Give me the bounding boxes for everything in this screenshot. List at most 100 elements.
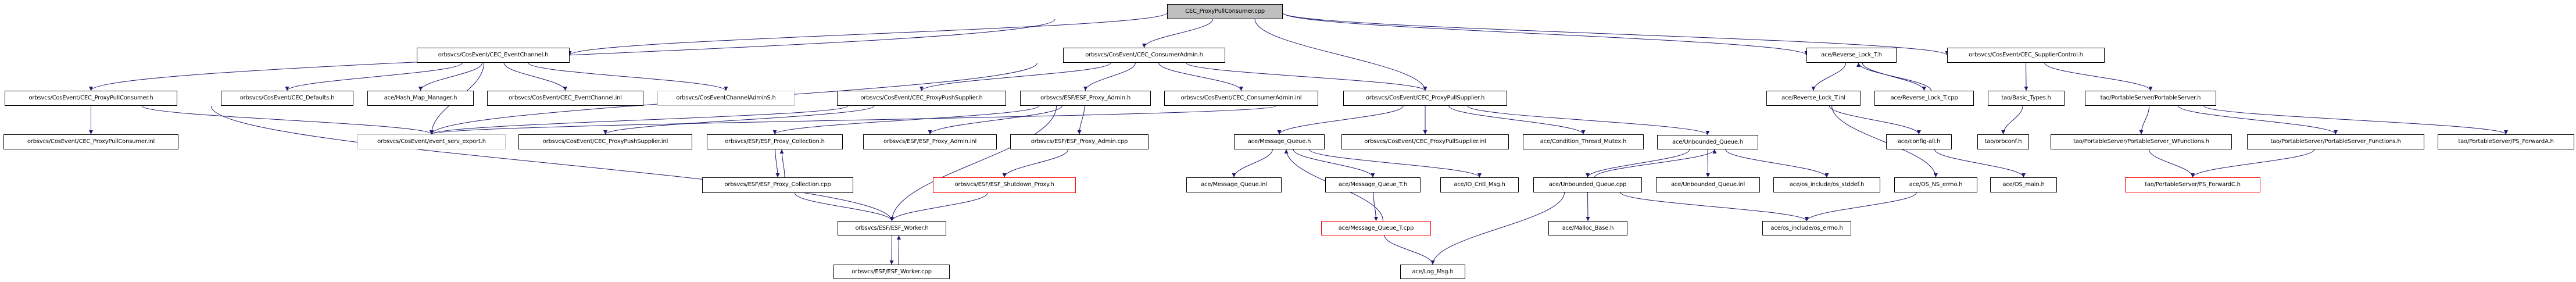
node-os-errno-h[interactable]: ace/os_include/os_errno.h [1762,221,1851,235]
node-cec-eventchannel-inl[interactable]: orbsvcs/CosEvent/CEC_EventChannel.inl [487,91,643,106]
edge-basic_types_h-to-orbconf_h [2001,105,2023,135]
edge-unbounded_queue_cpp-to-unbounded_queue_h [1594,149,1717,178]
node-os-main-h[interactable]: ace/OS_main.h [1990,177,2057,192]
node-cec-proxypullsupplier-h[interactable]: orbsvcs/CosEvent/CEC_ProxyPullSupplier.h [1343,91,1507,106]
edge-unbounded_queue_cpp-to-os_errno_h [1620,192,1809,222]
edge-root-to-consumer_admin_h [1142,19,1214,48]
node-hash-map-manager-h[interactable]: ace/Hash_Map_Manager.h [367,91,474,106]
edge-proxy_push_supplier_h-to-event_serv_export_h [430,105,849,135]
edge-reverse_lock_t_h-to-reverse_lock_t_inl [1811,62,1847,91]
node-unbounded-queue-cpp[interactable]: ace/Unbounded_Queue.cpp [1533,177,1642,192]
node-unbounded-queue-h[interactable]: ace/Unbounded_Queue.h [1657,135,1758,149]
edge-reverse_lock_t_inl-to-config_all_h [1829,105,1921,135]
node-unbounded-queue-inl[interactable]: ace/Unbounded_Queue.inl [1656,177,1760,192]
edge-consumer_admin_h-to-consumer_admin_inl [1158,62,1243,91]
node-esf-proxy-admin-cpp[interactable]: orbsvcs/ESF/ESF_Proxy_Admin.cpp [1010,134,1149,149]
node-esf-worker-cpp[interactable]: orbsvcs/ESF/ESF_Worker.cpp [833,265,950,279]
node-coseventchanneladmins-h[interactable]: orbsvcs/CosEventChannelAdminS.h [657,91,795,106]
node-os-stddef-h[interactable]: ace/os_include/os_stddef.h [1773,177,1880,192]
node-portableserver-wfunctions-h[interactable]: tao/PortableServer/PortableServer_WFunct… [2051,134,2232,149]
node-cec-proxypushsupplier-h[interactable]: orbsvcs/CosEvent/CEC_ProxyPushSupplier.h [837,91,1006,106]
node-ps-forwardc-h[interactable]: tao/PortableServer/PS_ForwardC.h [2125,177,2260,192]
edge-consumer_admin_h-to-proxy_pull_supplier_h [1186,62,1427,91]
edge-message_queue_h-to-message_queue_inl [1232,149,1273,178]
edge-esf_shutdown_proxy_h-to-esf_worker_h [890,192,988,222]
edge-esf_proxy_admin_cpp-to-esf_shutdown_proxy_h [1002,149,1069,178]
node-cec-suppliercontrol-h[interactable]: orbsvcs/CosEvent/CEC_SupplierControl.h [1947,48,2105,63]
edge-esf_proxy_collection_h-to-esf_proxy_collection_cpp [775,149,780,178]
edge-proxy_push_supplier_h-to-proxy_push_supplier_inl [603,105,875,135]
edge-proxy_pull_supplier_h-to-message_queue_h [1277,105,1404,135]
node-config-all-h[interactable]: ace/config-all.h [1886,134,1952,149]
edge-message_queue_t_cpp-to-log_msg_h [1384,235,1435,265]
node-cec-proxypullsupplier-inl[interactable]: orbsvcs/CosEvent/CEC_ProxyPullSupplier.i… [1341,134,1509,149]
edge-event_channel_h-to-defaults_h [285,62,463,91]
node-os-ns-errno-h[interactable]: ace/OS_NS_errno.h [1894,177,1977,192]
node-reverse-lock-t-cpp[interactable]: ace/Reverse_Lock_T.cpp [1874,91,1974,106]
edge-config_all_h-to-os_main_h [1934,149,2026,178]
node-esf-proxy-collection-cpp[interactable]: orbsvcs/ESF/ESF_Proxy_Collection.cpp [702,177,853,193]
node-ps-forwarda-h[interactable]: tao/PortableServer/PS_ForwardA.h [2438,134,2574,149]
edge-reverse_lock_t_h-to-reverse_lock_t_cpp [1862,62,1926,91]
node-root-cec-proxypullconsumer-cpp[interactable]: CEC_ProxyPullConsumer.cpp [1167,4,1283,19]
edge-unbounded_queue_h-to-unbounded_queue_cpp [1586,149,1690,178]
edge-event_channel_h-to-cos_event_channel_admin_s_h [528,62,728,91]
node-message-queue-t-cpp[interactable]: ace/Message_Queue_T.cpp [1321,221,1431,235]
node-cec-proxypullconsumer-inl[interactable]: orbsvcs/CosEvent/CEC_ProxyPullConsumer.i… [3,134,178,149]
edge-root-to-proxy_pull_supplier_h [1254,19,1427,91]
edge-message_queue_h-to-message_queue_t_h [1293,149,1375,178]
node-esf-proxy-admin-h[interactable]: orbsvcs/ESF/ESF_Proxy_Admin.h [1020,91,1151,106]
node-cec-consumeradmin-h[interactable]: orbsvcs/CosEvent/CEC_ConsumerAdmin.h [1063,48,1225,63]
node-portableserver-functions-h[interactable]: tao/PortableServer/PortableServer_Functi… [2247,134,2424,149]
node-message-queue-h[interactable]: ace/Message_Queue.h [1234,134,1325,149]
node-cec-proxypushsupplier-inl[interactable]: orbsvcs/CosEvent/CEC_ProxyPushSupplier.i… [518,134,692,149]
edge-root-to-event_channel_h [567,12,1168,56]
edge-root-to-reverse_lock_t_h [1282,12,1809,56]
edge-reverse_lock_t_inl-to-os_ns_errno_h [1831,105,1938,178]
edge-portable_server_h-to-ps_functions_h [2178,105,2338,135]
edge-esf_proxy_admin_h-to-esf_worker_h [890,105,1057,222]
node-cec-consumeradmin-inl[interactable]: orbsvcs/CosEvent/CEC_ConsumerAdmin.inl [1164,91,1318,106]
node-condition-thread-mutex-h[interactable]: ace/Condition_Thread_Mutex.h [1523,134,1644,149]
edge-root-to-supplier_control_h [1282,12,1949,56]
edge-proxy_pull_consumer_h-to-event_serv_export_h [141,105,434,135]
node-orbconf-h[interactable]: tao/orbconf.h [1977,134,2029,149]
node-event-serv-export-h[interactable]: orbsvcs/CosEvent/event_serv_export.h [357,134,506,149]
edge-consumer_admin_h-to-esf_proxy_admin_h [1083,62,1136,91]
edge-esf_proxy_collection_cpp-to-esf_proxy_collection_h [779,149,785,178]
edge-event_channel_h-to-hash_map_manager_h [418,62,483,91]
edge-proxy_pull_supplier_h-to-condition_thread_mutex_h [1448,105,1586,135]
node-message-queue-t-h[interactable]: ace/Message_Queue_T.h [1325,177,1421,192]
node-esf-shutdown-proxy-h[interactable]: orbsvcs/ESF/ESF_Shutdown_Proxy.h [933,177,1076,193]
edge-esf_proxy_admin_h-to-esf_proxy_admin_cpp [1077,105,1085,135]
node-io-cntl-msg-h[interactable]: ace/IO_Cntl_Msg.h [1440,177,1519,192]
node-log-msg-h[interactable]: ace/Log_Msg.h [1400,265,1465,279]
edge-proxy_pull_supplier_h-to-event_serv_export_h [430,105,1277,135]
edge-consumer_admin_h-to-proxy_push_supplier_h [920,62,1111,91]
edge-proxy_pull_consumer_h-to-esf_worker_h [210,105,894,222]
node-basic-types-h[interactable]: tao/Basic_Types.h [1988,91,2065,106]
node-malloc-base-h[interactable]: ace/Malloc_Base.h [1548,221,1627,235]
edge-os_ns_errno_h-to-os_errno_h [1805,192,1917,222]
node-reverse-lock-t-h[interactable]: ace/Reverse_Lock_T.h [1806,48,1897,63]
node-message-queue-inl[interactable]: ace/Message_Queue.inl [1186,177,1282,192]
edge-root-to-proxy_pull_consumer_h [89,19,1056,91]
edge-portable_server_h-to-ps_forward_a_h [2203,105,2508,135]
node-esf-proxy-admin-inl[interactable]: orbsvcs/ESF/ESF_Proxy_Admin.inl [863,134,997,149]
edge-supplier_control_h-to-portable_server_h [2044,62,2153,91]
node-esf-worker-h[interactable]: orbsvcs/ESF/ESF_Worker.h [838,221,946,235]
edge-proxy_pull_supplier_h-to-unbounded_queue_h [1467,105,1710,135]
edge-esf_proxy_admin_h-to-esf_proxy_collection_h [772,105,1039,135]
node-cec-defaults-h[interactable]: orbsvcs/CosEvent/CEC_Defaults.h [221,91,353,106]
edge-ps_functions_h-to-ps_forward_c_h [2191,149,2315,178]
edge-portable_server_h-to-ps_wfunctions_h [2139,105,2150,135]
node-cec-eventchannel-h[interactable]: orbsvcs/CosEvent/CEC_EventChannel.h [417,48,570,63]
node-reverse-lock-t-inl[interactable]: ace/Reverse_Lock_T.inl [1766,91,1861,106]
node-cec-proxypullconsumer-h[interactable]: orbsvcs/CosEvent/CEC_ProxyPullConsumer.h [5,91,177,106]
edge-ps_wfunctions_h-to-ps_forward_c_h [2148,149,2195,178]
node-esf-proxy-collection-h[interactable]: orbsvcs/ESF/ESF_Proxy_Collection.h [707,134,843,149]
edge-unbounded_queue_h-to-os_stddef_h [1725,149,1829,178]
node-portableserver-h[interactable]: tao/PortableServer/PortableServer.h [2085,91,2216,106]
